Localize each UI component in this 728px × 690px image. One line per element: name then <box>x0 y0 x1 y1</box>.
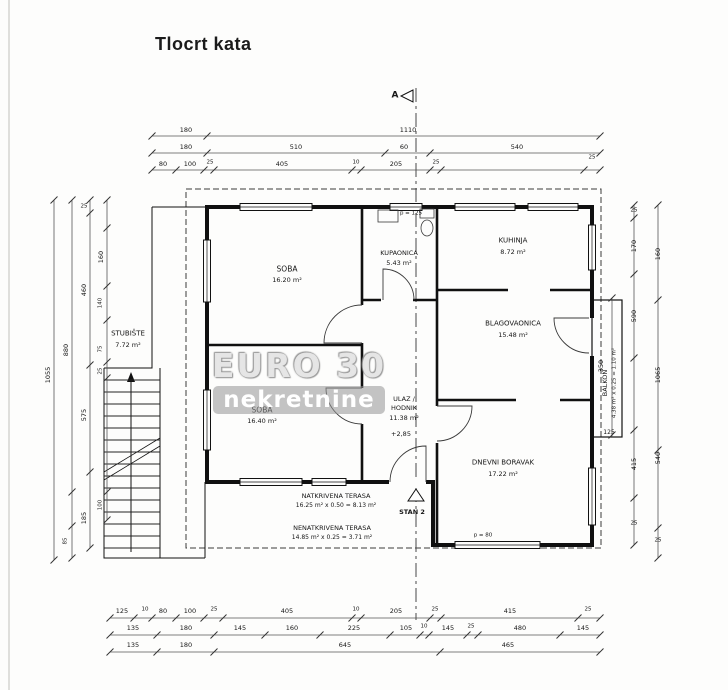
section-arrow-icon <box>399 89 414 103</box>
dimension-lines <box>50 132 662 656</box>
page-title: Tlocrt kata <box>155 34 252 54</box>
staircase <box>103 206 207 559</box>
stair-treads <box>104 379 160 549</box>
walls <box>205 205 594 547</box>
balcony-outline <box>591 299 623 438</box>
scan-page-edge <box>8 0 10 690</box>
windows <box>203 203 596 549</box>
roof-overhang-outline <box>185 188 602 549</box>
entrance-arrow-icon <box>407 488 425 502</box>
stair-direction-arrow-icon <box>127 372 135 382</box>
bathroom-fixtures <box>377 208 435 237</box>
door-openings <box>359 297 595 485</box>
